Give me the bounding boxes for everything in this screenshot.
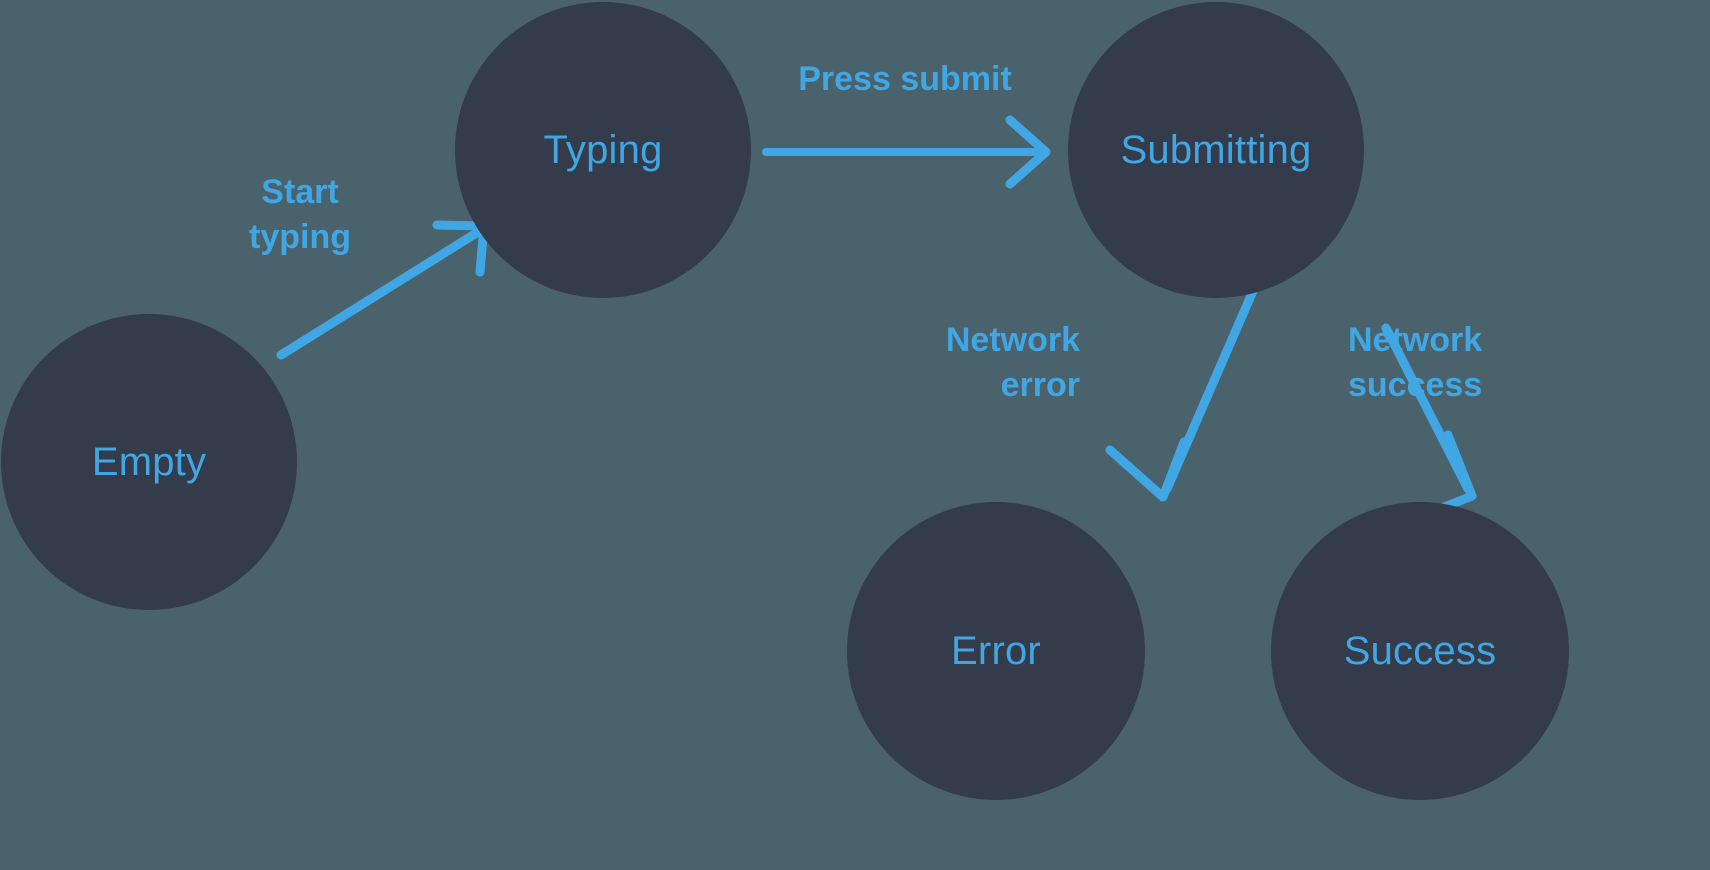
state-node-submitting[interactable]: Submitting xyxy=(1068,2,1364,298)
state-node-success[interactable]: Success xyxy=(1271,502,1569,800)
edge-line-empty-to-typing xyxy=(276,227,483,360)
state-node-error[interactable]: Error xyxy=(847,502,1145,800)
edge-label-network-success: Network success xyxy=(1348,321,1483,404)
state-label-submitting: Submitting xyxy=(1120,127,1312,172)
edge-label-press-submit: Press submit xyxy=(798,60,1012,98)
edge-label-network-error: Network error xyxy=(945,321,1080,404)
state-label-typing: Typing xyxy=(543,127,663,172)
state-label-error: Error xyxy=(951,628,1041,673)
edge-submitting-to-error xyxy=(1105,286,1258,502)
arrowhead-typing-to-submitting xyxy=(1005,115,1051,189)
edge-typing-to-submitting xyxy=(762,115,1051,189)
state-label-empty: Empty xyxy=(91,439,207,484)
arrowhead-submitting-to-error xyxy=(1105,437,1189,502)
edge-label-start-typing: Start typing xyxy=(249,173,351,256)
state-label-success: Success xyxy=(1343,628,1497,673)
state-node-typing[interactable]: Typing xyxy=(455,2,751,298)
state-node-empty[interactable]: Empty xyxy=(1,314,297,610)
